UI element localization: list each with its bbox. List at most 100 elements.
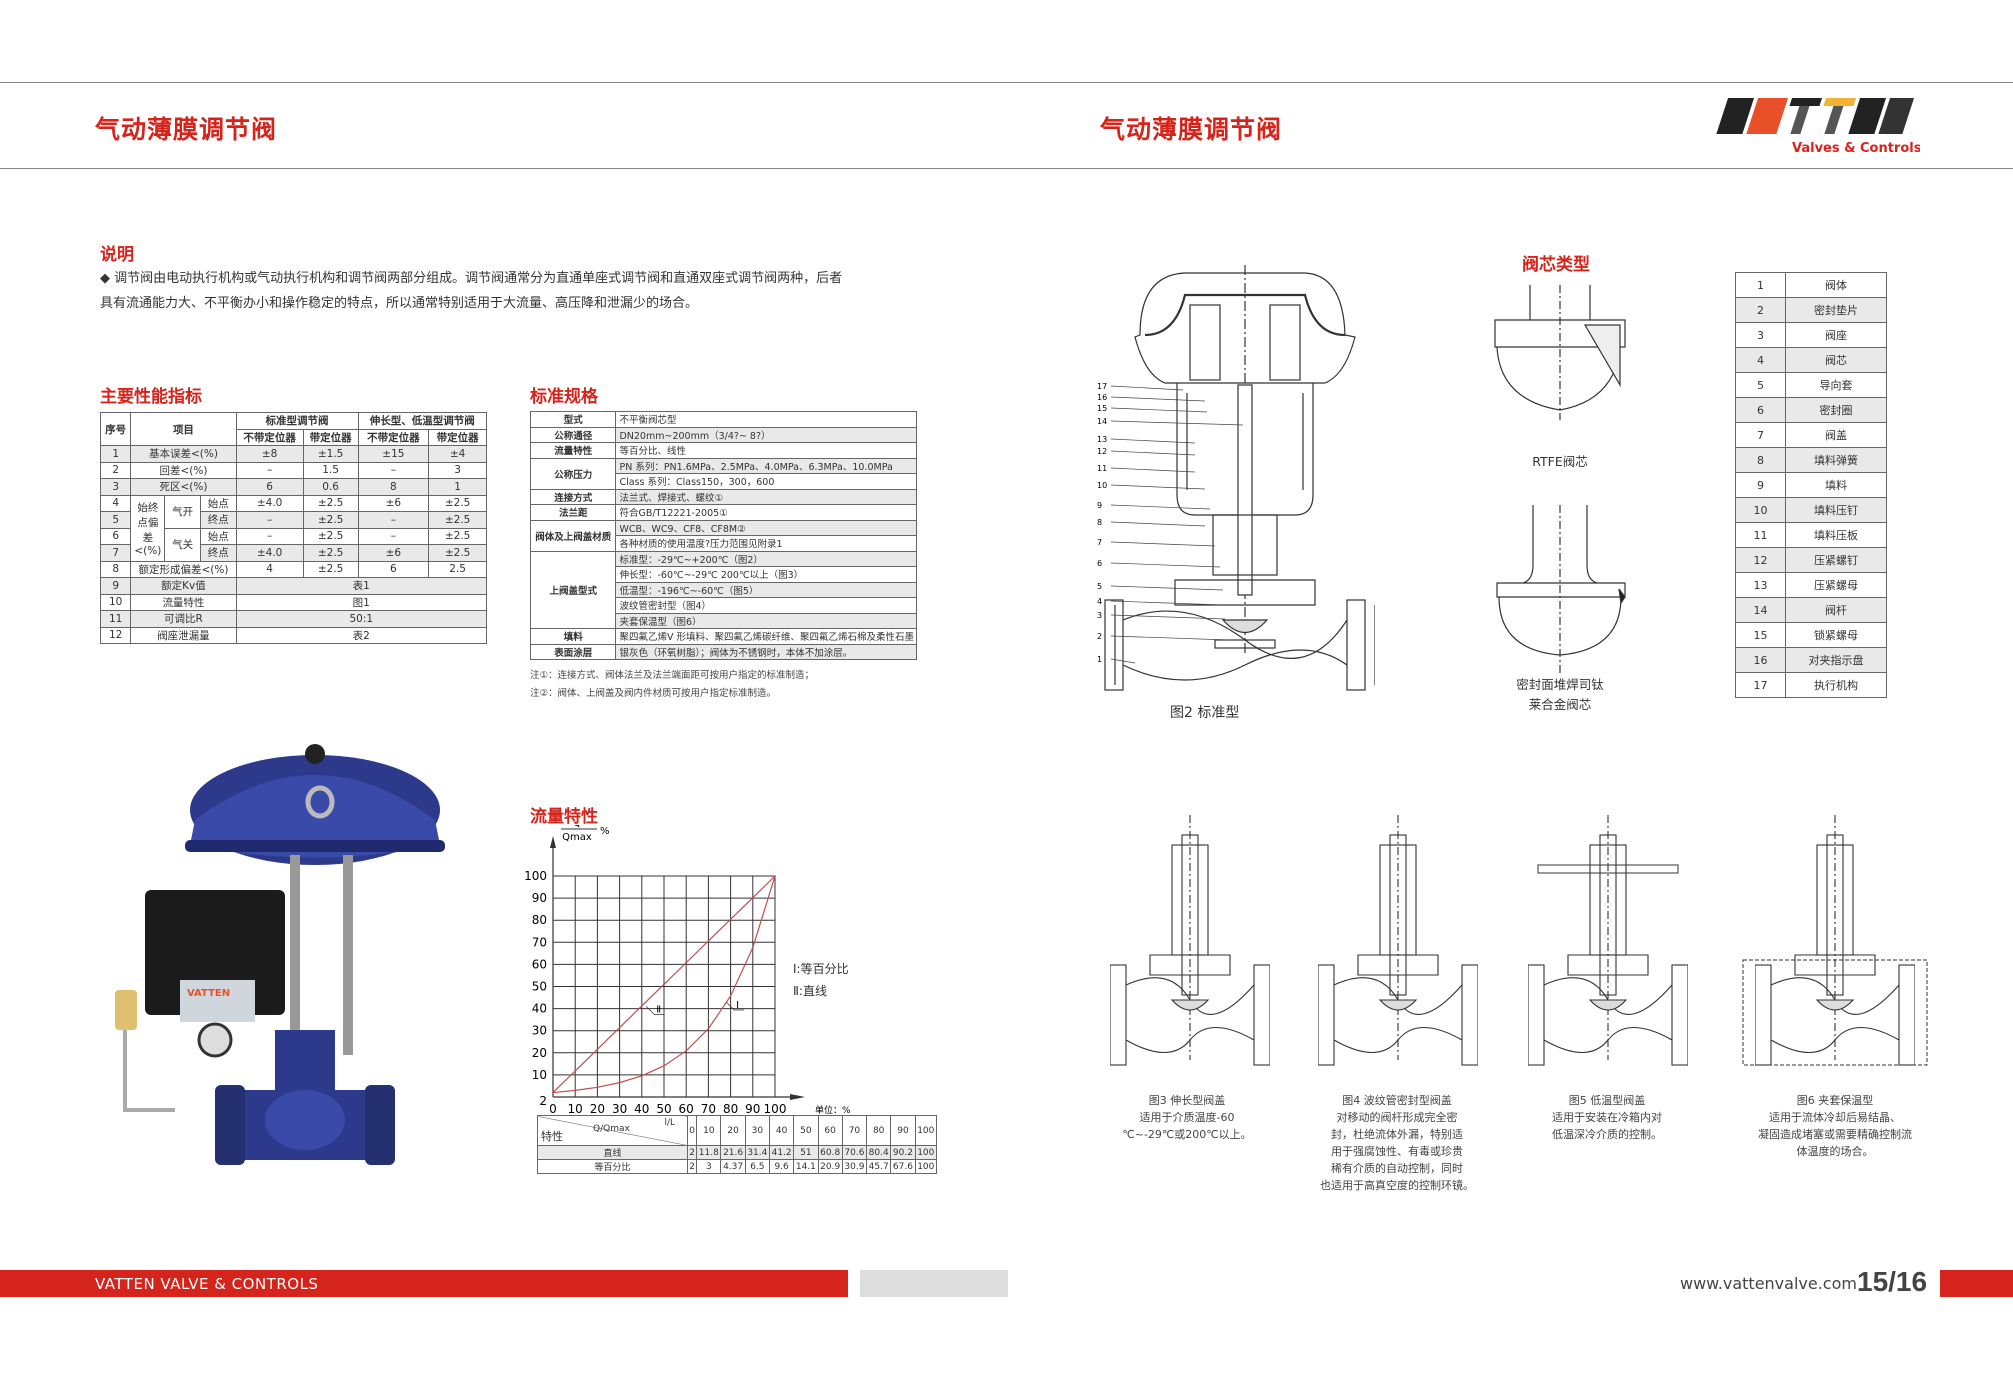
- top-rule: [0, 82, 2013, 83]
- stellite-plug-drawing: [1496, 505, 1626, 675]
- spec-value: WCB、WC9、CF8、CF8M②: [615, 519, 917, 536]
- table-cell: 41.2: [768, 1145, 795, 1160]
- table-cell: ±2.5: [428, 511, 487, 529]
- table-cell: 11: [1735, 522, 1786, 548]
- header-row: 序号项目标准型调节阀伸长型、低温型调节阀: [99, 412, 488, 446]
- table-cell: 6.5: [744, 1159, 770, 1174]
- data-point: [663, 1065, 665, 1067]
- table-cell: 60: [817, 1115, 843, 1146]
- table-cell: ±2.5: [302, 494, 359, 512]
- table-cell: 4: [235, 560, 304, 578]
- label-linear-curve: Ⅱ: [656, 1004, 661, 1015]
- table-cell: 1: [99, 445, 132, 463]
- table-cell: 45.7: [866, 1159, 892, 1174]
- table-cell: ±2.5: [428, 544, 487, 562]
- table-cell: ±2.5: [302, 511, 359, 529]
- x-tick-label: 10: [568, 1102, 583, 1115]
- callout-label: 13: [1097, 435, 1107, 444]
- table-cell: 70: [841, 1115, 868, 1146]
- table-cell: 2: [1735, 297, 1786, 323]
- table-cell: ±2.5: [302, 560, 359, 578]
- corner-top: l/L: [664, 1118, 675, 1128]
- fig3-line: 适用于介质温度-60: [1139, 1111, 1235, 1124]
- table-cell: 21.6: [720, 1145, 746, 1160]
- callout-leader: [1110, 420, 1244, 426]
- table-cell: 阀杆: [1785, 597, 1887, 623]
- col-sub: 带定位器: [428, 428, 487, 446]
- footer-bar: VATTEN VALVE & CONTROLS: [0, 1270, 848, 1297]
- spec-value: 波纹管密封型（图4）: [615, 597, 917, 614]
- callout-leader: [1110, 614, 1226, 620]
- table-cell: 对夹指示盘: [1785, 647, 1887, 673]
- y-tick-label: 20: [532, 1046, 547, 1060]
- spec-value: 标准型：-29℃~+200℃（图2）: [615, 550, 917, 567]
- table-cell: 0: [686, 1115, 698, 1146]
- table-cell: 20.9: [817, 1159, 843, 1174]
- x-tick-label: 100: [764, 1102, 787, 1115]
- spec-value: Class 系列：Class150，300，600: [615, 473, 917, 490]
- table-cell: 8: [1735, 447, 1786, 473]
- table-cell: 90: [890, 1115, 916, 1146]
- bonnet-caption-fig4: 图4 波纹管密封型阀盖 对移动的阀杆形成完全密 封，杜绝流体外漏，特别适 用于强…: [1297, 1092, 1497, 1194]
- spec-key: 公称通径: [529, 426, 617, 443]
- table-cell: 回差<(%): [130, 461, 237, 479]
- spec-key: 型式: [529, 411, 617, 428]
- callout-label: 11: [1097, 464, 1107, 473]
- table-cell: 压紧螺钉: [1785, 547, 1887, 573]
- spec-value: 法兰式、焊接式、螺纹①: [615, 488, 917, 505]
- header-rule: [0, 168, 2013, 169]
- table-cell: 50: [793, 1115, 819, 1146]
- data-point: [729, 995, 732, 997]
- x-tick-label: 40: [634, 1102, 649, 1115]
- table-cell: 12: [99, 626, 132, 644]
- table-cell: 7: [99, 544, 132, 562]
- col-ext: 伸长型、低温型调节阀: [357, 412, 488, 430]
- callout-label: 14: [1097, 417, 1107, 426]
- spec-value: 不平衡阀芯型: [615, 411, 917, 428]
- table-cell: 终点: [199, 511, 237, 529]
- table-cell: 8: [99, 560, 132, 578]
- table-cell: 30: [744, 1115, 770, 1146]
- label-equal-curve: Ⅰ: [736, 1000, 739, 1011]
- data-point: [596, 1048, 599, 1051]
- x-tick-label: 20: [590, 1102, 605, 1115]
- spec-value: DN20mm~200mm（3/4?~ 8?）: [615, 426, 917, 443]
- table-cell: 密封垫片: [1785, 297, 1887, 323]
- table-cell: 14.1: [793, 1159, 819, 1174]
- rtfe-plug-caption: RTFE阀芯: [1532, 454, 1588, 469]
- y-tick-label: 10: [532, 1068, 547, 1082]
- footer-url[interactable]: www.vattenvalve.com: [1680, 1274, 1857, 1293]
- callout-label: 8: [1097, 518, 1102, 527]
- x-tick-label: 80: [723, 1102, 738, 1115]
- data-point: [752, 896, 754, 899]
- data-point: [618, 1081, 621, 1084]
- fig4-line: 用于强腐蚀性、有毒或珍贵: [1331, 1145, 1463, 1158]
- callout-leader: [1110, 658, 1136, 664]
- table-cell: 阀体: [1785, 272, 1887, 298]
- spec-row: 型式不平衡阀芯型: [529, 411, 917, 428]
- data-point: [774, 875, 776, 877]
- callout-label: 3: [1097, 611, 1102, 620]
- fig4-line: 封，杜绝流体外漏，特别适: [1331, 1128, 1463, 1141]
- table-cell: 填料弹簧: [1785, 447, 1887, 473]
- callout-leader: [1110, 635, 1231, 641]
- data-point: [641, 1005, 643, 1007]
- table-cell: 2: [686, 1159, 698, 1174]
- col-std: 标准型调节阀: [235, 412, 359, 430]
- spec-row: 填料聚四氟乙烯V 形填料、聚四氟乙烯碳纤维、聚四氟乙烯石棉及柔性石墨: [529, 628, 917, 645]
- x-tick-label: 70: [701, 1102, 716, 1115]
- table-cell: 9: [1735, 472, 1786, 498]
- table-cell: ±2.5: [302, 527, 359, 545]
- table-cell: –: [357, 511, 430, 529]
